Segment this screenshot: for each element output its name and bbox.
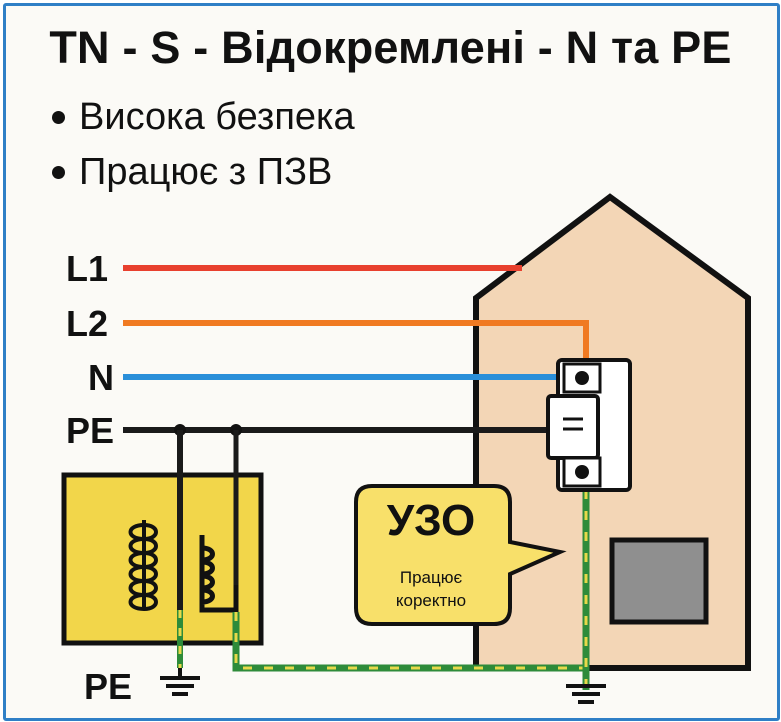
- callout-line-2: коректно: [395, 591, 467, 610]
- wire-label-l1: L1: [66, 248, 109, 289]
- callout-line-1: Працює: [399, 568, 463, 587]
- secondary-coil: [199, 535, 239, 613]
- house-window: [609, 537, 709, 625]
- ground-wire-bottom: [232, 612, 586, 672]
- wire-l2: [123, 320, 589, 365]
- wire-label-l2: L2: [66, 303, 109, 344]
- bullet-high-safety: Висока безпека: [52, 96, 355, 139]
- diagram-title: TN - S - Відокремлені - N та PE: [49, 22, 732, 73]
- rcd-device: [546, 358, 632, 492]
- bullet-dot: [52, 166, 65, 179]
- bullet-text: Працює з ПЗВ: [79, 151, 333, 193]
- wire-label-pe: PE: [66, 410, 115, 451]
- bullet-works-with-rcd: Працює з ПЗВ: [52, 151, 332, 194]
- bullet-text: Висока безпека: [79, 96, 355, 138]
- wire-label-n: N: [88, 357, 114, 398]
- ground-symbol-house: [566, 684, 606, 704]
- ground-label: PE: [84, 666, 133, 707]
- uzo-callout-bubble: [354, 484, 567, 626]
- bullet-dot: [52, 111, 65, 124]
- callout-title: УЗО: [386, 496, 476, 545]
- ground-symbol-transformer: [160, 668, 200, 696]
- callout-status: Працює коректно: [356, 566, 506, 612]
- primary-coil: [128, 520, 158, 611]
- transformer: [61, 472, 264, 646]
